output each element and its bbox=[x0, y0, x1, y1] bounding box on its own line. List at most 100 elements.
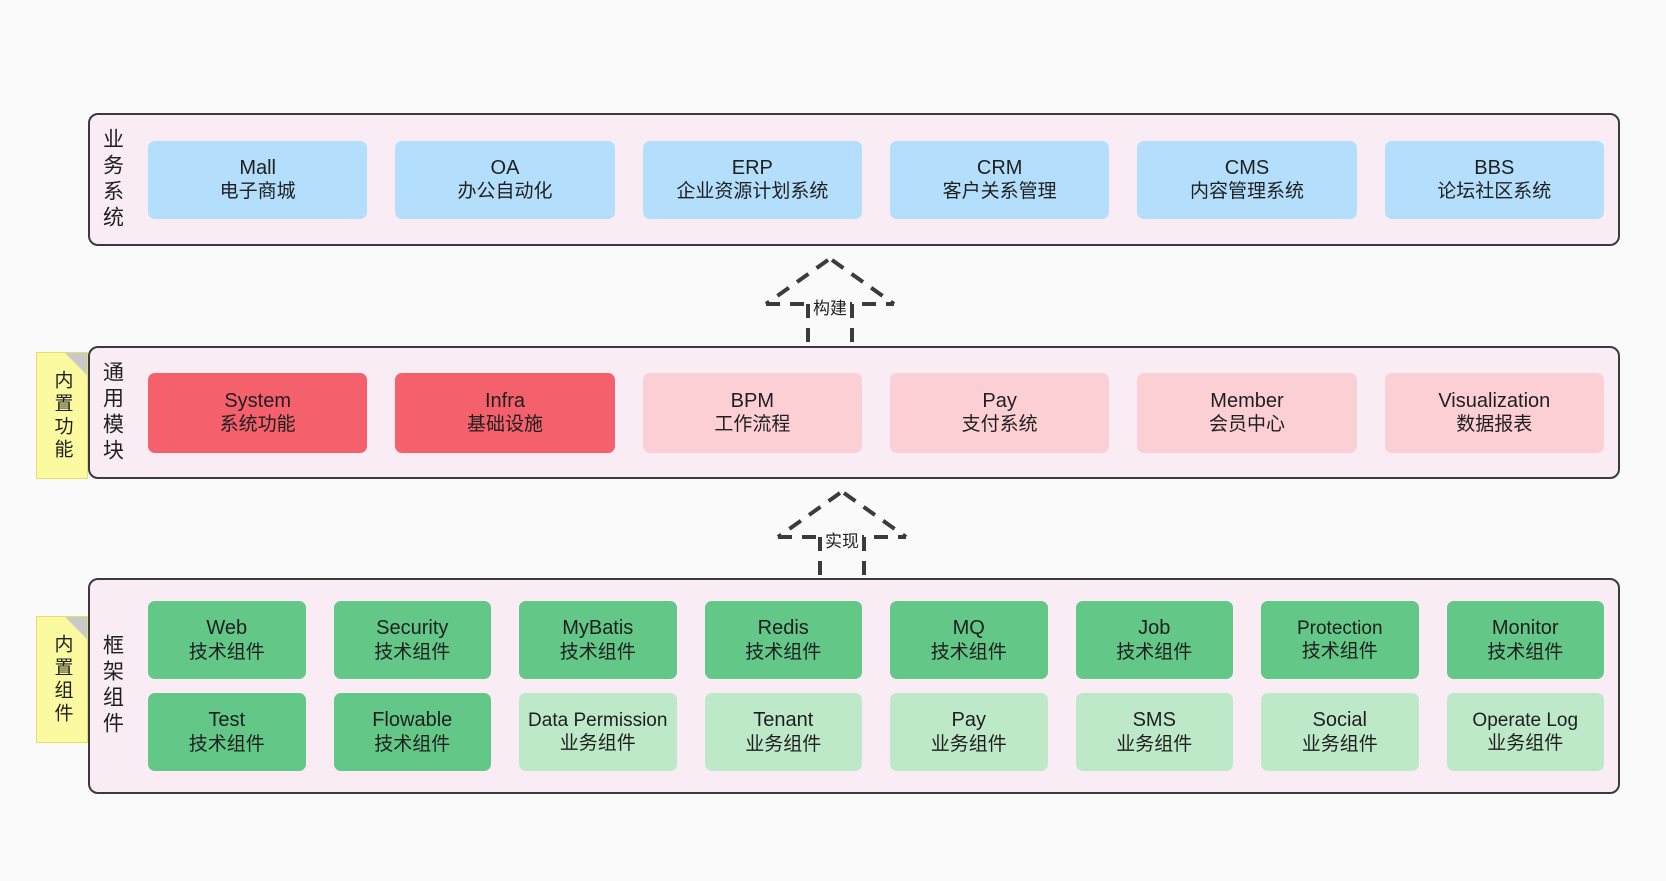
layer-body-modules: System 系统功能 Infra 基础设施 BPM 工作流程 Pay 支付系统… bbox=[134, 348, 1618, 477]
node-mybatis[interactable]: MyBatis 技术组件 bbox=[519, 601, 677, 679]
node-system[interactable]: System 系统功能 bbox=[148, 372, 368, 453]
node-sms[interactable]: SMS 业务组件 bbox=[1075, 693, 1233, 771]
node-pay-component[interactable]: Pay 业务组件 bbox=[890, 693, 1048, 771]
note-builtin-components: 内置组件 bbox=[36, 616, 88, 743]
node-desc: 技术组件 bbox=[374, 641, 451, 663]
node-name: Web bbox=[206, 617, 248, 640]
node-job[interactable]: Job 技术组件 bbox=[1075, 601, 1233, 679]
node-cms[interactable]: CMS 内容管理系统 bbox=[1137, 140, 1357, 219]
node-erp[interactable]: ERP 企业资源计划系统 bbox=[642, 140, 862, 219]
layer-title-modules: 通用模块 bbox=[100, 360, 124, 465]
node-name: Data Permission bbox=[528, 709, 668, 731]
node-name: Member bbox=[1210, 389, 1284, 412]
node-mq[interactable]: MQ 技术组件 bbox=[890, 601, 1048, 679]
layer-title-framework: 框架组件 bbox=[100, 634, 124, 738]
node-desc: 技术组件 bbox=[1116, 641, 1193, 663]
node-name: SMS bbox=[1132, 709, 1176, 732]
layer-body-framework: Web 技术组件 Security 技术组件 MyBatis 技术组件 Redi… bbox=[134, 580, 1618, 792]
node-name: MyBatis bbox=[562, 617, 634, 640]
layer-general-modules: 通用模块 System 系统功能 Infra 基础设施 BPM 工作流程 Pay… bbox=[88, 346, 1620, 479]
node-name: Pay bbox=[951, 709, 986, 732]
node-name: Test bbox=[208, 709, 246, 732]
node-security[interactable]: Security 技术组件 bbox=[333, 601, 491, 679]
connector-implement: 实现 bbox=[772, 491, 912, 583]
node-infra[interactable]: Infra 基础设施 bbox=[395, 372, 615, 453]
node-name: Protection bbox=[1296, 617, 1383, 639]
node-protection[interactable]: Protection 技术组件 bbox=[1261, 601, 1419, 679]
node-desc: 技术组件 bbox=[188, 733, 265, 755]
node-pay-module[interactable]: Pay 支付系统 bbox=[889, 372, 1110, 453]
node-name: BBS bbox=[1474, 156, 1515, 179]
node-name: Monitor bbox=[1491, 617, 1559, 640]
node-desc: 技术组件 bbox=[745, 641, 822, 663]
node-name: Social bbox=[1312, 709, 1367, 732]
node-name: MQ bbox=[952, 617, 985, 640]
node-desc: 业务组件 bbox=[1116, 733, 1193, 755]
node-desc: 技术组件 bbox=[930, 641, 1007, 663]
node-desc: 业务组件 bbox=[559, 733, 636, 754]
node-oa[interactable]: OA 办公自动化 bbox=[395, 140, 615, 219]
node-desc: 业务组件 bbox=[1301, 733, 1378, 755]
node-name: Operate Log bbox=[1472, 709, 1579, 731]
note-builtin-components-label: 内置组件 bbox=[51, 633, 73, 726]
node-desc: 系统功能 bbox=[219, 414, 296, 436]
node-name: Infra bbox=[484, 389, 525, 412]
node-redis[interactable]: Redis 技术组件 bbox=[704, 601, 862, 679]
node-desc: 电子商城 bbox=[219, 181, 296, 203]
node-name: Security bbox=[376, 617, 449, 640]
node-name: ERP bbox=[731, 156, 773, 179]
node-data-permission[interactable]: Data Permission 业务组件 bbox=[519, 693, 677, 771]
node-row: Mall 电子商城 OA 办公自动化 ERP 企业资源计划系统 CRM 客户关系… bbox=[148, 140, 1604, 219]
node-desc: 技术组件 bbox=[559, 641, 636, 663]
layer-framework-components: 框架组件 Web 技术组件 Security 技术组件 MyBatis 技术组件… bbox=[88, 578, 1620, 794]
node-desc: 会员中心 bbox=[1208, 414, 1285, 436]
node-name: CMS bbox=[1224, 156, 1270, 179]
node-name: OA bbox=[490, 156, 520, 179]
node-crm[interactable]: CRM 客户关系管理 bbox=[889, 140, 1110, 219]
note-builtin-features-label: 内置功能 bbox=[51, 369, 73, 462]
node-desc: 技术组件 bbox=[1301, 641, 1378, 662]
node-desc: 业务组件 bbox=[745, 733, 822, 755]
node-desc: 技术组件 bbox=[1487, 641, 1564, 663]
node-desc: 工作流程 bbox=[714, 414, 791, 436]
node-row: Test 技术组件 Flowable 技术组件 Data Permission … bbox=[148, 693, 1604, 771]
node-social[interactable]: Social 业务组件 bbox=[1261, 693, 1419, 771]
node-visualization[interactable]: Visualization 数据报表 bbox=[1384, 372, 1604, 453]
node-desc: 技术组件 bbox=[374, 733, 451, 755]
node-name: BPM bbox=[730, 389, 774, 412]
node-desc: 业务组件 bbox=[1487, 733, 1564, 754]
layer-title-business: 业务系统 bbox=[100, 127, 124, 232]
node-name: Flowable bbox=[372, 709, 453, 732]
node-member[interactable]: Member 会员中心 bbox=[1137, 372, 1357, 453]
node-operate-log[interactable]: Operate Log 业务组件 bbox=[1446, 693, 1604, 771]
node-name: Visualization bbox=[1438, 389, 1551, 412]
node-desc: 支付系统 bbox=[961, 414, 1038, 436]
node-name: Mall bbox=[239, 156, 276, 179]
connector-implement-label: 实现 bbox=[822, 527, 862, 552]
node-name: System bbox=[224, 389, 291, 412]
connector-build-label: 构建 bbox=[810, 294, 850, 319]
node-desc: 办公自动化 bbox=[457, 181, 553, 203]
layer-body-business: Mall 电子商城 OA 办公自动化 ERP 企业资源计划系统 CRM 客户关系… bbox=[134, 115, 1618, 244]
node-test[interactable]: Test 技术组件 bbox=[148, 693, 306, 771]
node-name: Redis bbox=[757, 617, 809, 640]
node-web[interactable]: Web 技术组件 bbox=[148, 601, 306, 679]
node-row: Web 技术组件 Security 技术组件 MyBatis 技术组件 Redi… bbox=[148, 601, 1604, 679]
node-row: System 系统功能 Infra 基础设施 BPM 工作流程 Pay 支付系统… bbox=[148, 372, 1604, 453]
node-desc: 技术组件 bbox=[188, 641, 265, 663]
node-flowable[interactable]: Flowable 技术组件 bbox=[333, 693, 491, 771]
node-desc: 论坛社区系统 bbox=[1437, 181, 1552, 203]
node-desc: 业务组件 bbox=[930, 733, 1007, 755]
node-tenant[interactable]: Tenant 业务组件 bbox=[704, 693, 862, 771]
node-bpm[interactable]: BPM 工作流程 bbox=[642, 372, 862, 453]
layer-business-systems: 业务系统 Mall 电子商城 OA 办公自动化 ERP 企业资源计划系统 CRM… bbox=[88, 113, 1620, 246]
node-mall[interactable]: Mall 电子商城 bbox=[148, 140, 368, 219]
node-name: Pay bbox=[982, 389, 1017, 412]
node-desc: 内容管理系统 bbox=[1189, 181, 1304, 203]
node-name: Tenant bbox=[753, 709, 814, 732]
node-desc: 数据报表 bbox=[1456, 414, 1533, 436]
node-bbs[interactable]: BBS 论坛社区系统 bbox=[1384, 140, 1604, 219]
node-desc: 客户关系管理 bbox=[942, 181, 1057, 203]
node-monitor[interactable]: Monitor 技术组件 bbox=[1446, 601, 1604, 679]
